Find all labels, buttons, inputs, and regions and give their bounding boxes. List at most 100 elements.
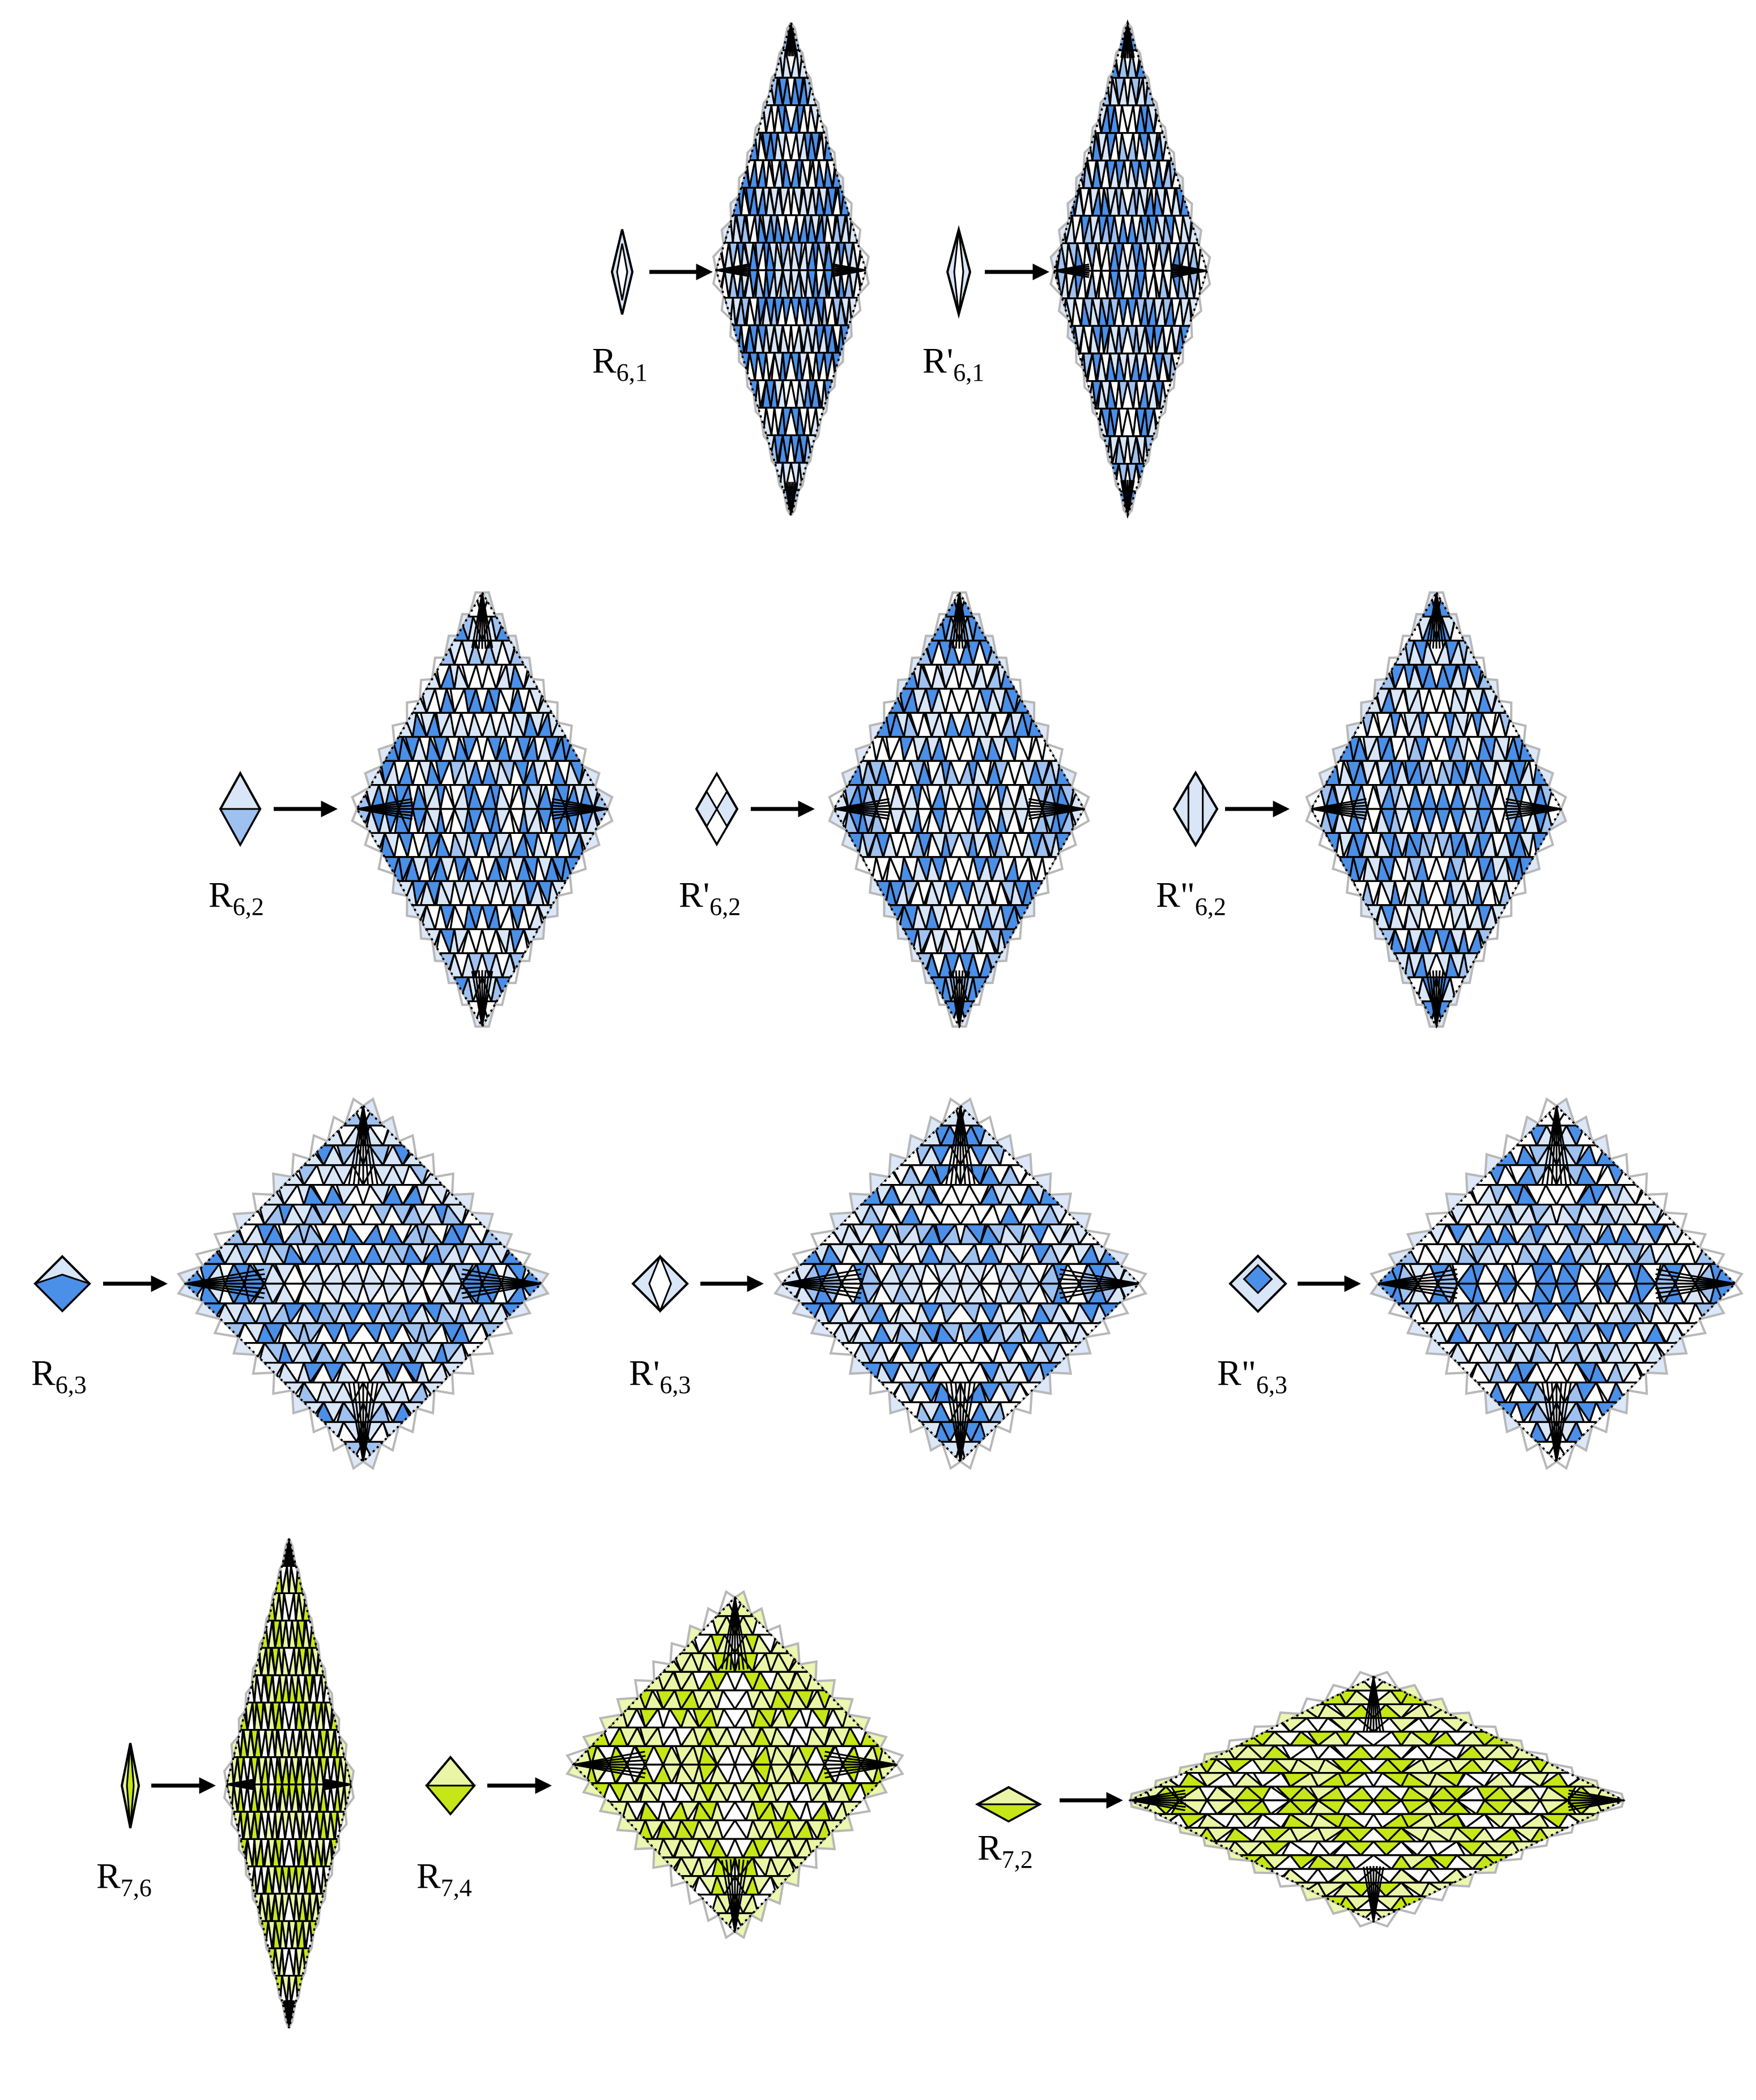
tile	[505, 593, 519, 616]
tile	[1079, 1126, 1099, 1145]
tile	[542, 953, 556, 977]
tile	[1089, 78, 1098, 105]
tile	[1104, 23, 1113, 50]
tile	[245, 1402, 265, 1422]
tile	[271, 1126, 291, 1145]
tile	[1037, 953, 1051, 977]
tile	[1163, 78, 1172, 105]
tile	[1043, 641, 1056, 664]
tile	[1069, 436, 1078, 464]
tile	[1334, 929, 1347, 953]
tile	[841, 1145, 861, 1165]
tile	[1070, 857, 1084, 881]
tile	[1070, 929, 1084, 953]
tile	[772, 23, 781, 50]
tile	[841, 1382, 861, 1402]
tile	[245, 1145, 265, 1165]
tile	[1524, 905, 1537, 929]
tile	[1340, 905, 1353, 929]
tile	[511, 1323, 530, 1343]
tile	[488, 1106, 508, 1126]
tile	[433, 1106, 453, 1126]
tile	[1185, 464, 1194, 492]
tile	[716, 78, 725, 105]
tile	[468, 1165, 488, 1185]
tile	[1051, 905, 1065, 929]
tile	[832, 50, 841, 78]
tile	[367, 1002, 381, 1025]
tile	[855, 353, 864, 381]
tile	[1126, 1126, 1146, 1145]
tile	[357, 641, 371, 664]
tile	[1177, 50, 1186, 78]
tile	[802, 1165, 822, 1185]
tile	[1200, 50, 1209, 78]
tile	[593, 977, 607, 1001]
tile	[827, 490, 836, 518]
tile	[725, 105, 733, 133]
tile	[881, 1422, 901, 1442]
tile	[413, 977, 427, 1001]
tile	[566, 593, 580, 616]
tile	[185, 1382, 205, 1402]
tile	[192, 1343, 212, 1363]
tile	[1335, 689, 1349, 713]
tile	[1533, 616, 1547, 640]
tile	[725, 463, 733, 491]
tile	[1079, 1422, 1099, 1442]
tile	[1198, 326, 1207, 353]
tile	[1056, 929, 1070, 953]
tile	[1312, 641, 1325, 664]
tile	[357, 977, 371, 1001]
tile	[822, 1422, 841, 1442]
tile	[477, 1442, 496, 1462]
tile	[1205, 408, 1214, 436]
tile	[835, 977, 848, 1001]
tile	[831, 1382, 851, 1402]
tile	[730, 353, 739, 381]
tile	[782, 1224, 802, 1244]
tile	[376, 953, 390, 977]
tile	[575, 593, 589, 616]
tile	[1078, 105, 1087, 133]
tile	[901, 1106, 921, 1126]
tile	[402, 977, 416, 1001]
tile	[389, 689, 403, 713]
tile	[844, 977, 858, 1001]
tile	[1043, 299, 1052, 326]
tile	[1083, 78, 1092, 105]
tile	[1070, 905, 1084, 929]
tile	[1151, 464, 1160, 492]
tile	[1192, 381, 1201, 409]
tile	[1529, 1002, 1543, 1025]
tile	[820, 50, 828, 78]
tile	[1095, 23, 1104, 50]
tile	[832, 23, 841, 50]
tile	[1078, 408, 1087, 436]
tile	[1198, 78, 1207, 105]
tile	[413, 1002, 427, 1025]
tile	[1555, 857, 1569, 881]
tile	[580, 977, 594, 1001]
tile	[371, 593, 385, 616]
tile	[593, 929, 607, 953]
tile	[1089, 436, 1098, 464]
tile	[868, 1106, 887, 1126]
tile	[862, 953, 876, 977]
tile	[1010, 641, 1023, 664]
tile	[1074, 977, 1088, 1001]
tile	[1347, 664, 1360, 688]
tile	[725, 490, 733, 518]
tile	[1180, 78, 1189, 105]
tile	[913, 593, 927, 616]
tile	[835, 857, 848, 881]
tile	[575, 1002, 589, 1025]
tile	[1119, 1106, 1139, 1126]
tile	[1375, 953, 1388, 977]
tile	[782, 1442, 802, 1462]
tile	[199, 1363, 219, 1383]
tile	[904, 593, 917, 616]
tile	[1048, 1145, 1068, 1165]
tile	[1340, 929, 1353, 953]
tile	[390, 593, 405, 616]
